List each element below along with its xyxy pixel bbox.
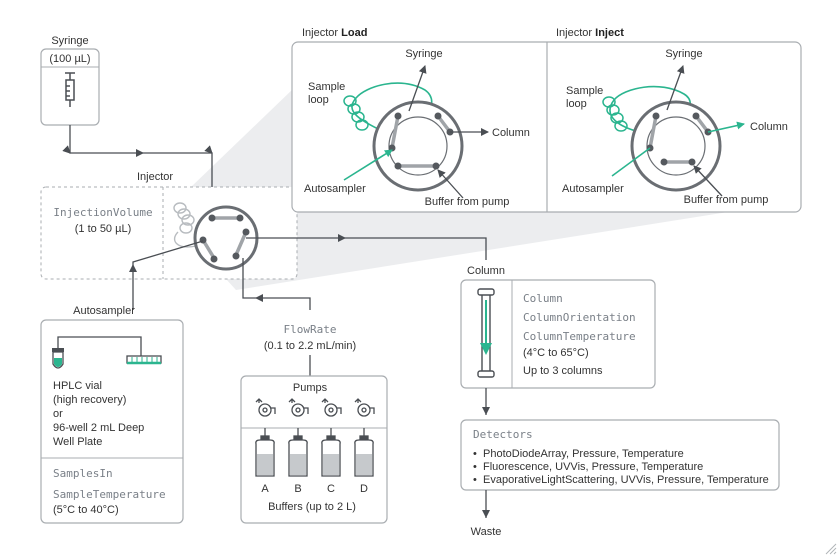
syringe-to-injector-line <box>62 125 213 196</box>
syringe-title: Syringe <box>51 35 88 47</box>
injection-volume-range: (1 to 50 µL) <box>75 223 131 235</box>
sample-temperature-range: (5°C to 40°C) <box>53 504 119 516</box>
autosampler-to-injector-line <box>132 240 204 310</box>
detector-item-1: PhotoDiodeArray, Pressure, Temperature <box>483 448 684 460</box>
column-temperature-param: ColumnTemperature <box>523 330 636 343</box>
pumps-module: Pumps <box>240 375 388 524</box>
inset-inject-title: Injector Inject <box>556 27 624 39</box>
autosampler-module: Autosampler HPLC vial (high recovery) or… <box>40 305 184 524</box>
inject-autosampler-label: Autosampler <box>562 183 624 195</box>
column-param: Column <box>523 292 563 305</box>
inject-buffer-label: Buffer from pump <box>684 194 769 206</box>
inject-sample-loop-label-2: loop <box>566 98 587 110</box>
inject-column-label: Column <box>750 121 788 133</box>
buffer-b-label: B <box>294 483 301 495</box>
buffer-bottle-icon <box>255 428 374 477</box>
load-autosampler-label: Autosampler <box>304 183 366 195</box>
detector-item-2: Fluorescence, UVVis, Pressure, Temperatu… <box>483 461 703 473</box>
load-buffer-label: Buffer from pump <box>425 196 510 208</box>
detector-item-3: EvaporativeLightScattering, UVVis, Press… <box>483 474 769 486</box>
load-syringe-label: Syringe <box>405 48 442 60</box>
injector-valve-icon <box>193 205 259 271</box>
inject-syringe-label: Syringe <box>665 48 702 60</box>
waste-label: Waste <box>471 526 502 538</box>
injection-volume-param: InjectionVolume <box>53 206 152 219</box>
column-count-note: Up to 3 columns <box>523 365 603 377</box>
inject-valve <box>602 65 745 197</box>
resize-grip-icon[interactable] <box>825 543 837 555</box>
injector-to-column-line <box>246 237 487 260</box>
syringe-capacity: (100 µL) <box>49 53 90 65</box>
well-plate-icon <box>126 355 162 365</box>
detectors-module: Detectors • PhotoDiodeArray, Pressure, T… <box>460 419 780 491</box>
syringe-icon <box>65 72 75 107</box>
detector-bullet: • <box>473 461 477 473</box>
samples-in-param: SamplesIn <box>53 467 113 480</box>
hplc-vial-icon <box>52 348 64 369</box>
detector-bullet: • <box>473 448 477 460</box>
flow-rate-range: (0.1 to 2.2 mL/min) <box>264 340 356 352</box>
column-icon <box>477 288 495 378</box>
injector-title: Injector <box>137 171 173 183</box>
sample-temperature-param: SampleTemperature <box>53 488 166 501</box>
detector-bullet: • <box>473 474 477 486</box>
buffer-a-label: A <box>261 483 269 495</box>
inject-sample-loop-label-1: Sample <box>566 85 603 97</box>
vial-line-3: or <box>53 408 63 420</box>
flow-rate-param: FlowRate <box>284 323 337 336</box>
column-module: Column Column ColumnOrientation ColumnTe… <box>460 265 656 389</box>
column-title: Column <box>467 265 505 277</box>
load-valve <box>343 65 489 199</box>
pumps-title: Pumps <box>293 382 328 394</box>
inset-load-title: Injector Load <box>302 27 367 39</box>
sample-loop-icon <box>173 202 197 248</box>
buffer-d-label: D <box>360 483 368 495</box>
buffers-caption: Buffers (up to 2 L) <box>268 501 356 513</box>
pump-to-injector-line <box>242 258 311 310</box>
syringe-module: Syringe (100 µL) <box>40 35 100 126</box>
vial-line-5: Well Plate <box>53 436 102 448</box>
load-sample-loop-label-1: Sample <box>308 81 345 93</box>
injector-inset-panel: Injector Load <box>291 27 802 213</box>
vial-line-4: 96-well 2 mL Deep <box>53 422 144 434</box>
pump-icon <box>255 398 375 417</box>
load-sample-loop-label-2: loop <box>308 94 329 106</box>
detectors-param: Detectors <box>473 428 533 441</box>
vial-line-2: (high recovery) <box>53 394 126 406</box>
vial-line-1: HPLC vial <box>53 380 102 392</box>
load-column-label: Column <box>492 127 530 139</box>
column-orientation-param: ColumnOrientation <box>523 311 636 324</box>
buffer-c-label: C <box>327 483 335 495</box>
autosampler-title: Autosampler <box>73 305 135 317</box>
column-temperature-range: (4°C to 65°C) <box>523 347 589 359</box>
injector-module: Injector InjectionVolume (1 to 50 µL) <box>40 171 298 280</box>
